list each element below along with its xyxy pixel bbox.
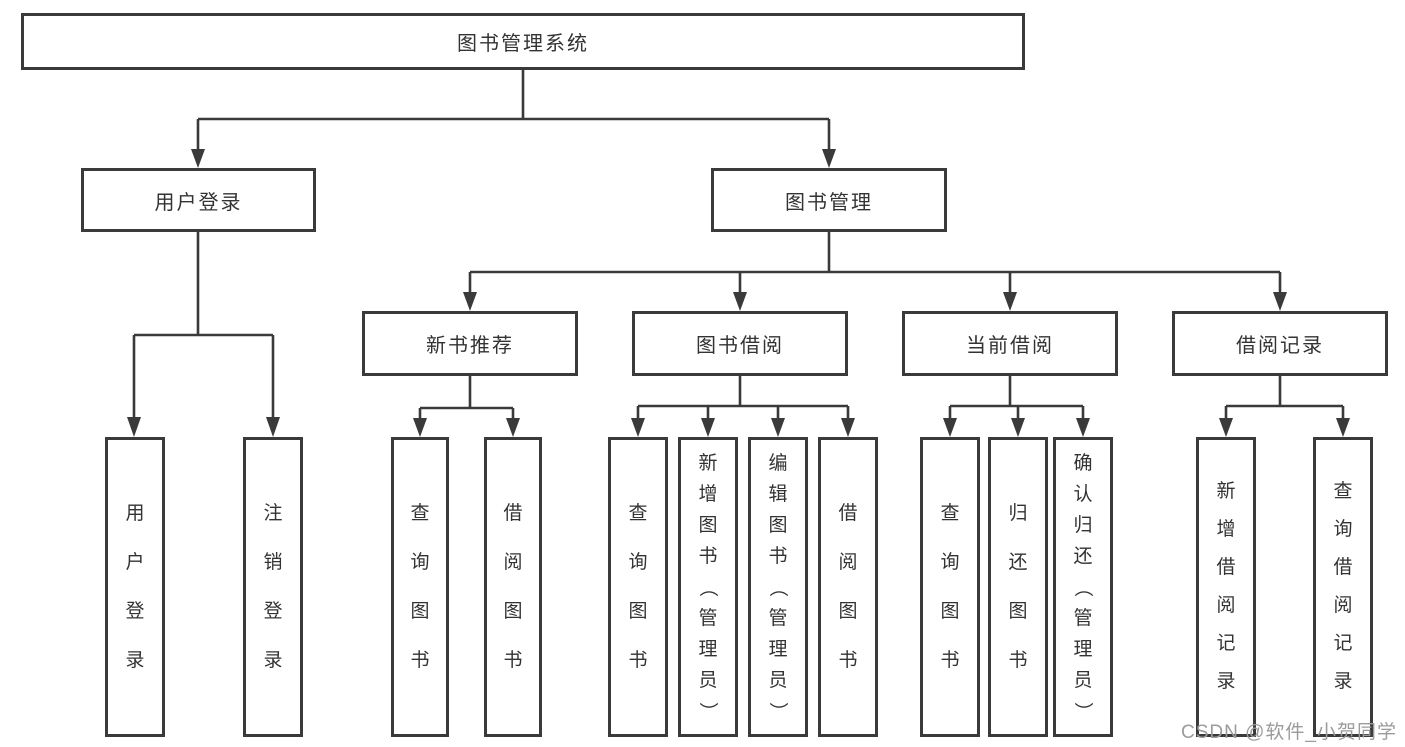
node-leaf-borrow-books-2-label: 借阅图书 (838, 503, 858, 671)
node-leaf-edit-books-admin-label: 编辑图书（管理员） (767, 452, 789, 721)
node-book-borrowing-label: 图书借阅 (696, 335, 784, 357)
node-leaf-return-books: 归还图书 (988, 437, 1048, 737)
node-leaf-edit-books-admin: 编辑图书（管理员） (748, 437, 808, 737)
node-library-management-system-label: 图书管理系统 (457, 33, 589, 55)
node-leaf-add-borrow-record-label: 新增借阅记录 (1216, 481, 1236, 692)
node-leaf-query-books-3: 查询图书 (920, 437, 980, 737)
node-book-borrowing: 图书借阅 (632, 311, 848, 376)
node-leaf-add-borrow-record: 新增借阅记录 (1196, 437, 1256, 737)
connector-new-book-recommend-to-children (413, 376, 520, 437)
node-borrowing-records: 借阅记录 (1172, 311, 1388, 376)
node-new-book-recommend-label: 新书推荐 (426, 335, 514, 357)
node-user-login: 用户登录 (81, 168, 316, 232)
node-leaf-borrow-books-2: 借阅图书 (818, 437, 878, 737)
node-leaf-borrow-books-1: 借阅图书 (484, 437, 542, 737)
node-leaf-query-borrow-record: 查询借阅记录 (1313, 437, 1373, 737)
node-leaf-query-books-2-label: 查询图书 (628, 503, 648, 671)
node-leaf-query-borrow-record-label: 查询借阅记录 (1333, 481, 1353, 692)
node-leaf-logout-label: 注销登录 (263, 503, 283, 671)
node-book-management: 图书管理 (711, 168, 947, 232)
node-leaf-query-books-2: 查询图书 (608, 437, 668, 737)
connector-root-to-level2 (191, 70, 836, 168)
node-current-borrowing: 当前借阅 (902, 311, 1118, 376)
connector-borrowing-records-to-children (1219, 376, 1350, 437)
node-book-management-label: 图书管理 (785, 191, 873, 214)
node-new-book-recommend: 新书推荐 (362, 311, 578, 376)
node-leaf-add-books-admin-label: 新增图书（管理员） (697, 452, 719, 721)
connector-book-management-to-level3 (463, 232, 1287, 311)
node-leaf-return-books-label: 归还图书 (1008, 503, 1028, 671)
connector-book-borrowing-to-children (631, 376, 855, 437)
node-leaf-query-books-1: 查询图书 (391, 437, 449, 737)
connector-current-borrowing-to-children (943, 376, 1090, 437)
node-leaf-user-login-label: 用户登录 (125, 503, 145, 671)
csdn-watermark: CSDN @软件_小贺同学 (1181, 722, 1397, 743)
node-leaf-confirm-return-admin-label: 确认归还（管理员） (1072, 452, 1094, 721)
connector-user-login-to-children (127, 232, 280, 437)
node-leaf-query-books-3-label: 查询图书 (940, 503, 960, 671)
node-leaf-borrow-books-1-label: 借阅图书 (503, 503, 523, 671)
node-leaf-add-books-admin: 新增图书（管理员） (678, 437, 738, 737)
node-user-login-label: 用户登录 (154, 191, 243, 214)
node-leaf-confirm-return-admin: 确认归还（管理员） (1053, 437, 1113, 737)
node-leaf-logout: 注销登录 (243, 437, 303, 737)
node-library-management-system: 图书管理系统 (21, 13, 1025, 70)
node-borrowing-records-label: 借阅记录 (1236, 335, 1324, 357)
node-leaf-query-books-1-label: 查询图书 (410, 503, 430, 671)
node-current-borrowing-label: 当前借阅 (966, 335, 1054, 357)
node-leaf-user-login: 用户登录 (105, 437, 165, 737)
